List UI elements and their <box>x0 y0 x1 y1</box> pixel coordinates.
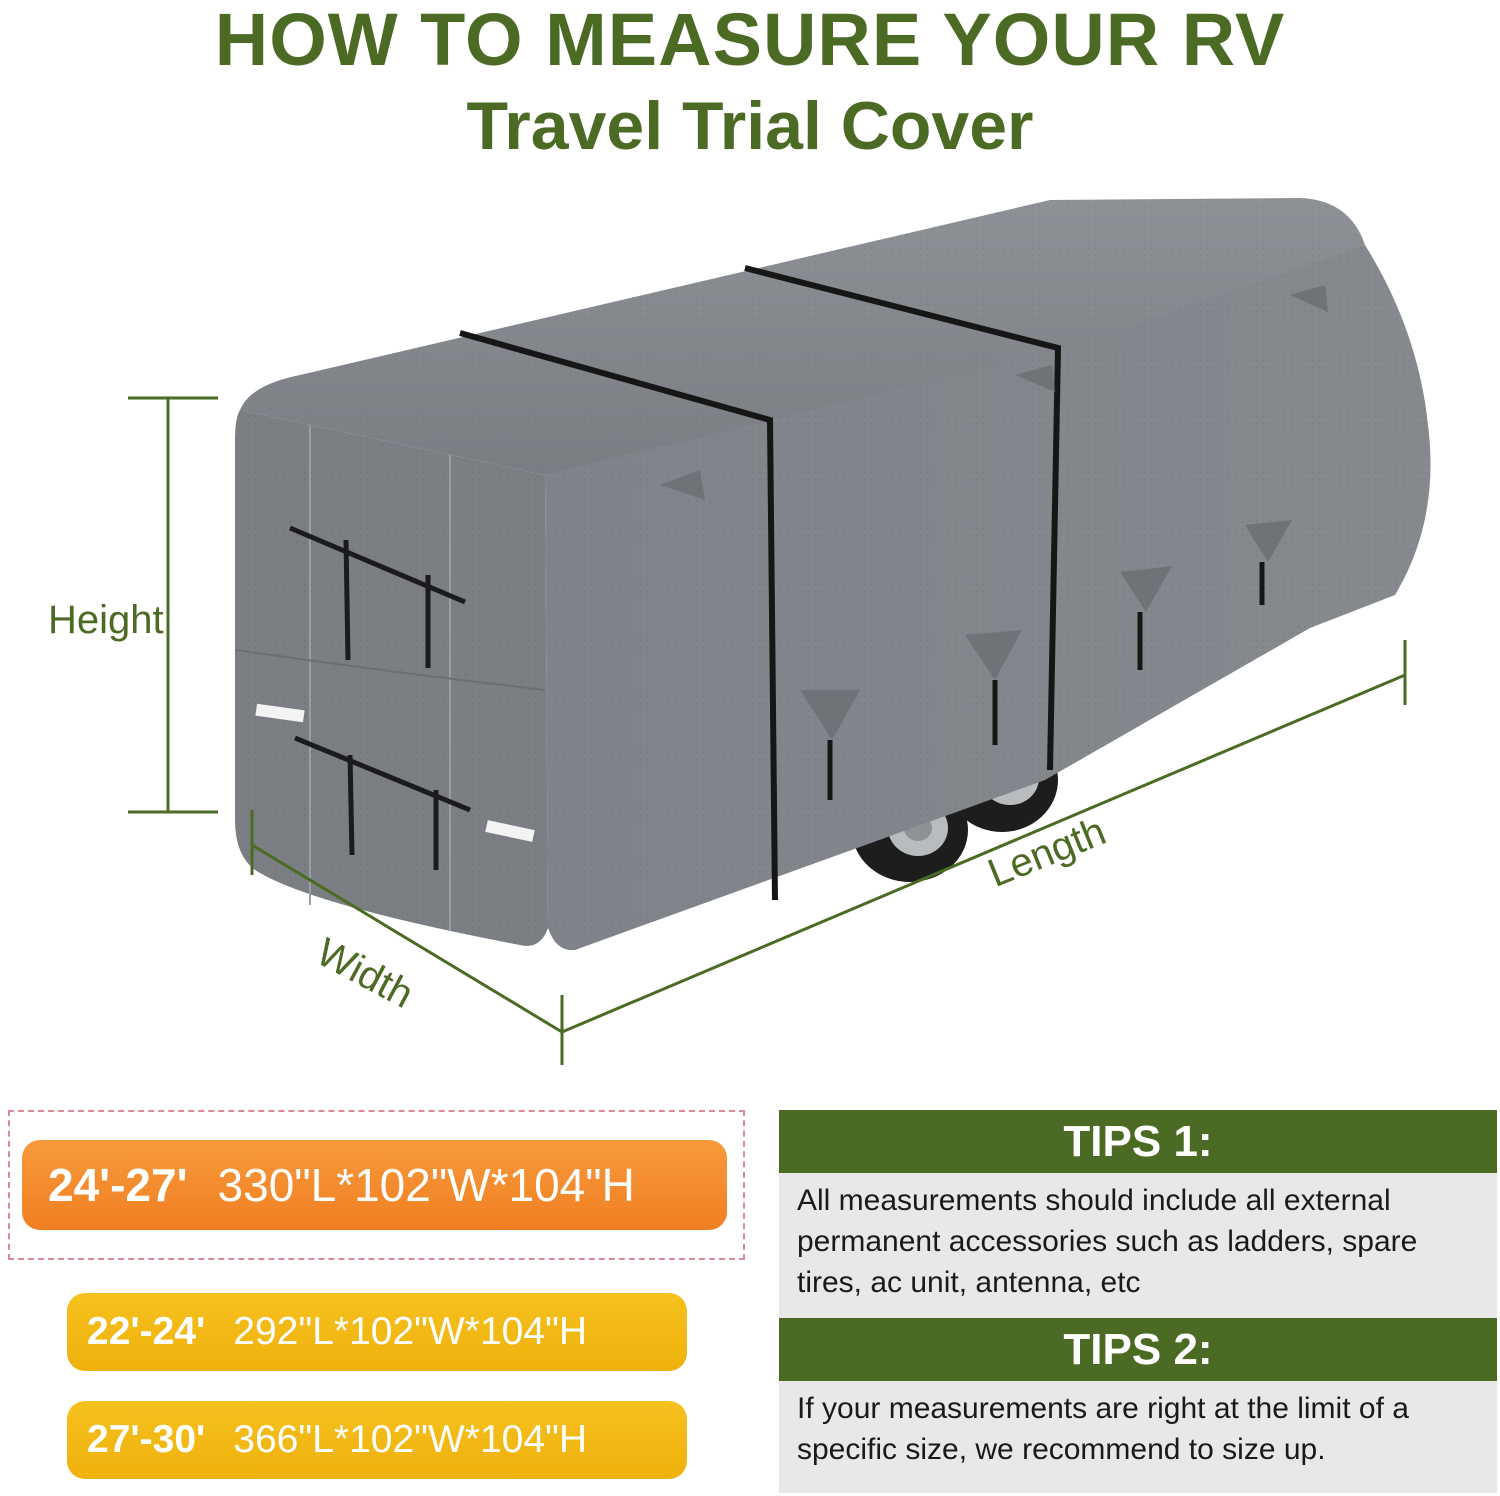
reflector-left <box>255 703 305 723</box>
tips-1-text: All measurements should include all exte… <box>797 1184 1418 1299</box>
side-gussets <box>660 285 1328 740</box>
size-measurement: 330"L*102"W*104"H <box>217 1159 635 1211</box>
selected-size-frame <box>8 1110 745 1260</box>
height-dimension-line <box>128 396 218 814</box>
size-measurement: 366"L*102"W*104"H <box>233 1418 588 1461</box>
height-label: Height <box>48 598 164 642</box>
size-range: 27'-30' <box>87 1418 206 1461</box>
size-option-22-24[interactable]: 22'-24' 292"L*102"W*104"H <box>67 1293 687 1371</box>
size-range: 22'-24' <box>87 1310 206 1353</box>
rv-cover-illustration <box>128 198 1431 1065</box>
side-buckles <box>827 562 1265 800</box>
tips-1-heading: TIPS 1: <box>779 1110 1497 1173</box>
tips-2-text: If your measurements are right at the li… <box>797 1392 1409 1466</box>
length-dimension-line <box>561 640 1407 1034</box>
tips-2-heading: TIPS 2: <box>779 1318 1497 1381</box>
front-straps <box>289 525 471 870</box>
size-measurement: 292"L*102"W*104"H <box>233 1310 588 1353</box>
width-dimension-line <box>250 810 564 1065</box>
size-option-27-30[interactable]: 27'-30' 366"L*102"W*104"H <box>67 1401 687 1479</box>
size-option-24-27[interactable]: 24'-27' 330"L*102"W*104"H <box>22 1140 727 1230</box>
page-title: HOW TO MEASURE YOUR RV <box>214 0 1286 81</box>
tips-panel: TIPS 1: All measurements should include … <box>779 1110 1497 1493</box>
reflector-right <box>485 820 535 842</box>
page-subtitle: Travel Trial Cover <box>466 88 1034 164</box>
size-range: 24'-27' <box>48 1159 188 1211</box>
tie-down-straps <box>459 265 1062 901</box>
